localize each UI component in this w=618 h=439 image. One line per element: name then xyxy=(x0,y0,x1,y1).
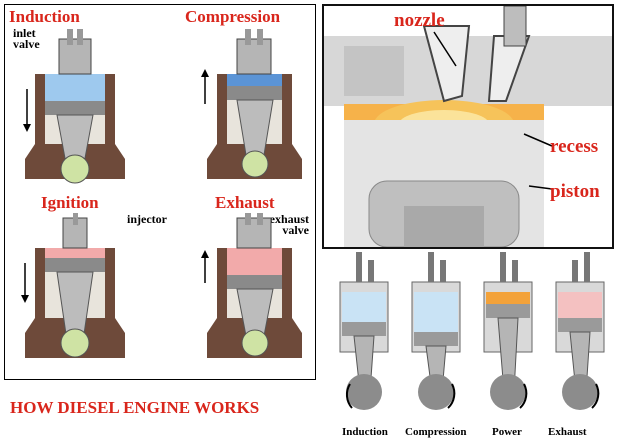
cutaway-illustration xyxy=(324,6,612,247)
stroke-label-power: Power xyxy=(492,426,522,438)
label-nozzle: nozzle xyxy=(394,10,445,31)
label-recess: recess xyxy=(550,136,599,157)
engine-compression-illustration xyxy=(201,29,302,179)
injector-cutaway-panel: nozzle recess piston xyxy=(322,4,614,249)
stage-label-compression: Compression xyxy=(185,7,281,26)
four-stroke-diagram-panel: Induction Compression Ignition Exhaust i… xyxy=(4,4,316,380)
engine-ignition-illustration xyxy=(21,213,125,358)
injector-label: injector xyxy=(127,212,167,226)
engine-exhaust-illustration xyxy=(201,213,302,358)
stage-label-ignition: Ignition xyxy=(41,193,99,212)
label-piston: piston xyxy=(550,181,600,202)
exhaust-valve-label: exhaust valve xyxy=(269,212,309,237)
stroke-label-compression: Compression xyxy=(405,426,467,438)
main-title: HOW DIESEL ENGINE WORKS xyxy=(10,398,260,417)
stage-label-induction: Induction xyxy=(9,7,80,26)
stroke-label-induction: Induction xyxy=(342,426,388,438)
four-stroke-strip xyxy=(330,252,616,438)
stroke-compression-illustration xyxy=(411,252,461,410)
inlet-valve-label: inlet valve xyxy=(13,26,40,51)
stage-label-exhaust: Exhaust xyxy=(215,193,275,212)
stroke-exhaust-illustration xyxy=(555,252,605,410)
stroke-label-exhaust: Exhaust xyxy=(548,426,587,438)
stroke-induction-illustration xyxy=(339,252,389,410)
stroke-power-illustration xyxy=(483,252,533,410)
engine-induction-illustration xyxy=(23,29,125,184)
